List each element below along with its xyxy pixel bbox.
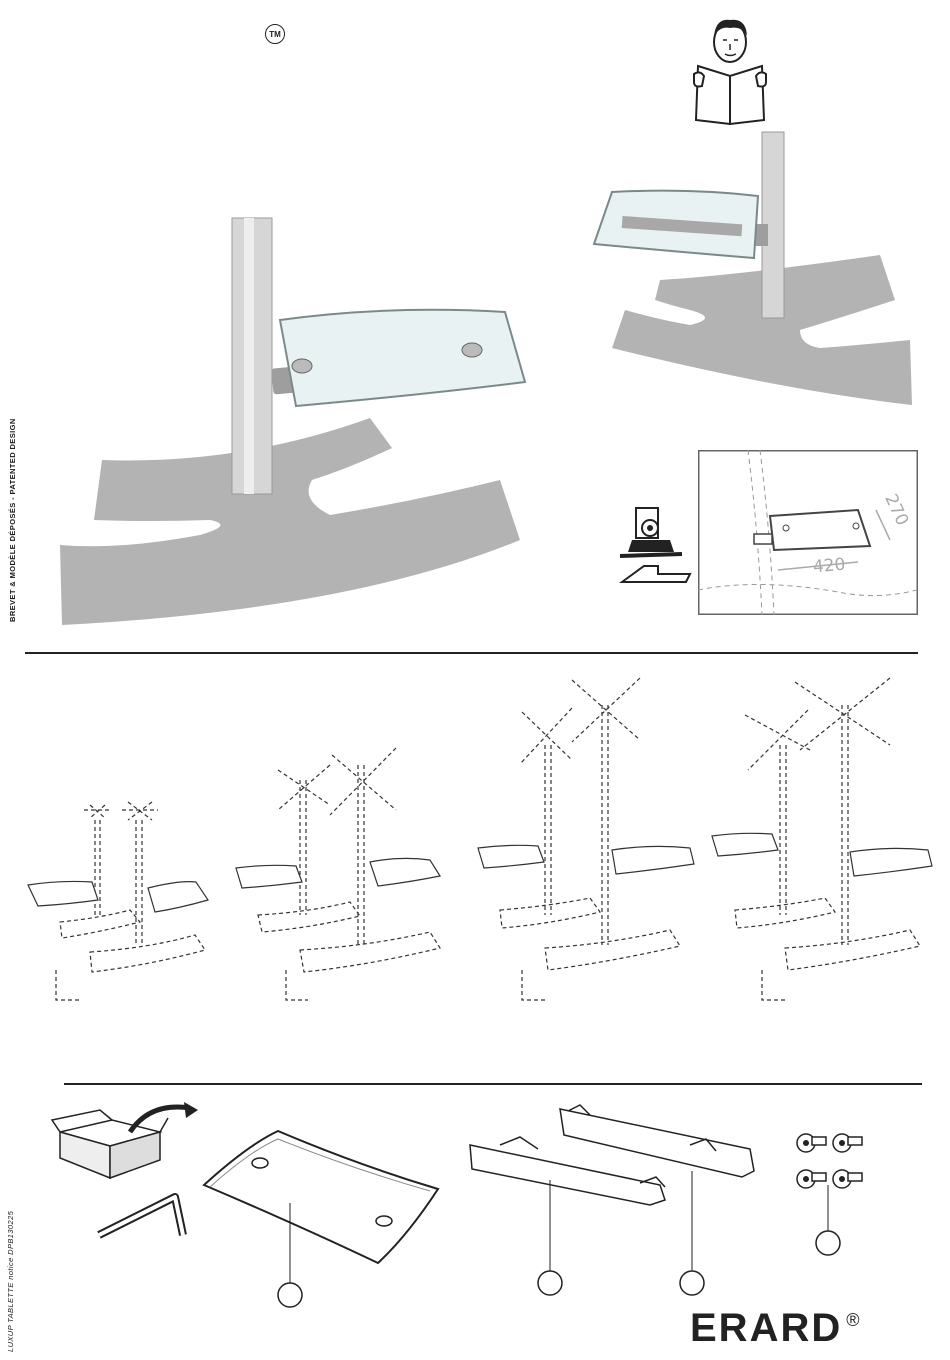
part-brackets bbox=[460, 1105, 770, 1305]
configuration-variant-3 bbox=[500, 678, 680, 1000]
part-screws bbox=[790, 1125, 870, 1255]
shelf-mount-icon bbox=[612, 502, 692, 590]
dimension-detail-box bbox=[698, 450, 918, 615]
brand-name: ERARD bbox=[690, 1306, 842, 1351]
divider-bottom bbox=[64, 1083, 922, 1085]
brand-logo: ERARD ® bbox=[690, 1306, 862, 1351]
divider-top bbox=[25, 652, 918, 654]
part-glass-shelf bbox=[198, 1125, 448, 1315]
registered-mark: ® bbox=[846, 1310, 861, 1331]
allen-key-icon bbox=[95, 1175, 205, 1245]
patent-notice: BREVET & MODÈLE DÉPOSÉS - PATENTED DESIG… bbox=[8, 418, 17, 622]
configuration-variants bbox=[0, 660, 950, 1020]
dimension-width: 420 bbox=[812, 555, 846, 578]
document-reference: LUXUP TABLETTE notice DPB130225 bbox=[6, 1211, 15, 1352]
open-box-icon bbox=[50, 1102, 200, 1182]
